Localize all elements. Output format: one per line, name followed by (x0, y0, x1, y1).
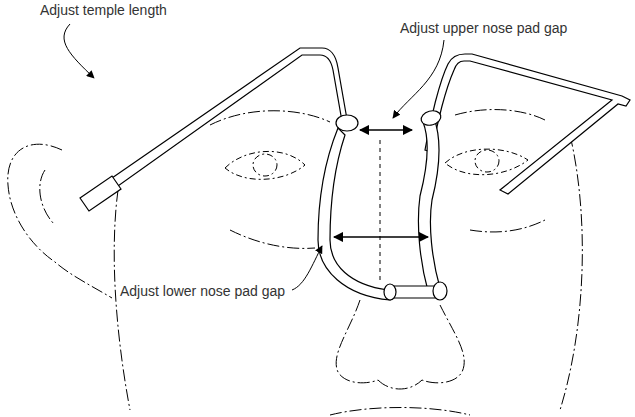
face-outline (8, 110, 583, 415)
callout-label: Adjust lower nose pad gap (118, 283, 287, 299)
callout-label: Adjust temple length (38, 2, 169, 18)
leader-line (292, 246, 322, 290)
eyes (225, 149, 528, 179)
nose-pad-frame (318, 109, 447, 300)
dimension-arrow (334, 236, 428, 237)
callout-label: Adjust upper nose pad gap (398, 20, 569, 36)
temple-arm (80, 48, 348, 211)
leader-line (393, 40, 444, 118)
dimension-arrow (360, 129, 412, 130)
temple-arm (425, 54, 630, 194)
center-line (380, 140, 381, 282)
leader-line (64, 24, 94, 78)
